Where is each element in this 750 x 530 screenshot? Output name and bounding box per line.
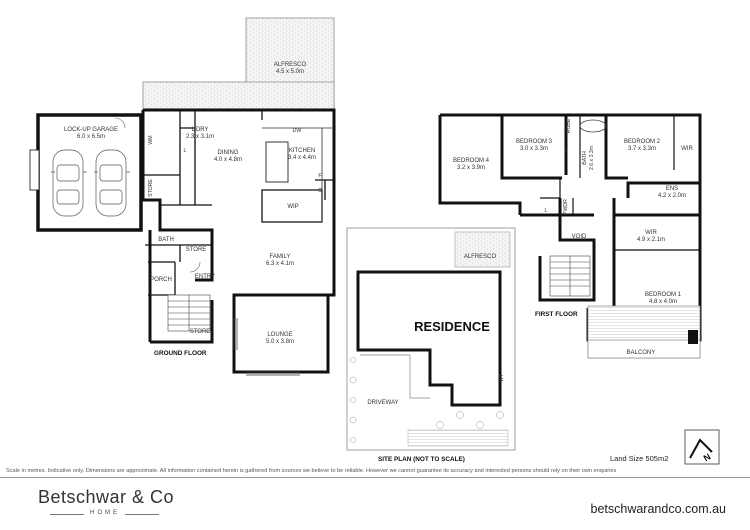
bedroom-1-label: BEDROOM 1 — [645, 292, 682, 298]
residence-label: RESIDENCE — [414, 319, 490, 334]
family-label: FAMILY — [270, 254, 291, 260]
water-tank-label: WT — [499, 373, 505, 382]
lounge-label: LOUNGE — [267, 332, 292, 338]
washing-machine-label: WM — [148, 135, 154, 144]
linen-label: L — [545, 208, 548, 214]
car-icon — [94, 149, 130, 217]
brand-logo: Betschwar & Co — [38, 487, 175, 507]
ground-floor-internal-walls — [143, 110, 334, 296]
bedroom-2-label: BEDROOM 2 — [624, 139, 661, 145]
dishwasher-label: DW — [293, 128, 302, 134]
site-plan: RESIDENCE ALFRESCO DRIVEWAY WT SITE PLAN… — [346, 227, 516, 463]
kitchen-dimensions: 3.4 x 4.4m — [288, 155, 316, 161]
balcony-label: BALCONY — [627, 350, 656, 356]
ground-floor-plan: LOCK-UP GARAGE 6.0 x 6.5m ALFRESCO 4.5 x… — [29, 17, 336, 376]
footer-divider — [0, 477, 750, 478]
wir-2-label: WIR — [645, 230, 657, 236]
dining-dimensions: 4.0 x 4.8m — [214, 157, 242, 163]
entry-label: ENTRY — [195, 274, 215, 280]
bedroom-3-dimensions: 3.0 x 3.3m — [520, 146, 548, 152]
site-plan-title: SITE PLAN (NOT TO SCALE) — [378, 456, 465, 463]
store-label: STORE — [148, 179, 154, 197]
first-floor-plan: BEDROOM 4 3.2 x 3.9m BEDROOM 3 3.0 x 3.3… — [438, 113, 702, 359]
north-compass-icon: N — [684, 429, 720, 465]
wir-2-dimensions: 4.9 x 2.1m — [637, 237, 665, 243]
bath-label: BATH — [582, 151, 588, 165]
fridge-label: F — [318, 173, 321, 179]
store-label-3: STORE — [190, 329, 211, 335]
bath-dimensions: 2.6 x 3.3m — [589, 146, 595, 170]
stairs — [167, 294, 211, 332]
brand-subtitle: HOME — [90, 510, 120, 516]
store-label-2: STORE — [186, 247, 207, 253]
car-icon — [51, 149, 87, 217]
garage-dimensions: 6.0 x 6.5m — [77, 134, 105, 140]
bedroom-2-dimensions: 3.7 x 3.3m — [628, 146, 656, 152]
bedroom-4-dimensions: 3.2 x 3.9m — [457, 165, 485, 171]
cupboard-label: C — [564, 148, 568, 154]
kitchen-island — [265, 141, 289, 183]
ensuite-label: ENS — [666, 186, 678, 192]
laundry-dimensions: 2.3 x 3.1m — [186, 134, 214, 140]
rear-paving-strip — [142, 81, 335, 111]
wip-label: WIP — [287, 204, 298, 210]
disclaimer-text: Scale in metres. Indicative only. Dimens… — [6, 468, 617, 474]
bathtub — [579, 119, 607, 133]
land-size: Land Size 505m2 — [610, 454, 668, 463]
website-link[interactable]: betschwarandco.com.au — [590, 502, 727, 516]
powder-room-label: PWDR — [563, 199, 569, 215]
garage-label: LOCK-UP GARAGE — [64, 127, 118, 133]
dining-label: DINING — [218, 150, 239, 156]
bedroom-3-label: BEDROOM 3 — [516, 139, 553, 145]
alfresco-label: ALFRESCO — [274, 62, 307, 68]
bath-label: BATH — [158, 237, 174, 243]
site-alfresco-paving — [454, 231, 511, 268]
site-alfresco-label: ALFRESCO — [464, 254, 497, 260]
void-label: VOID — [572, 234, 587, 240]
first-floor-title: FIRST FLOOR — [535, 311, 578, 318]
stairs — [549, 255, 591, 297]
ground-floor-title: GROUND FLOOR — [154, 350, 207, 357]
ensuite-dimensions: 4.2 x 2.0m — [658, 193, 686, 199]
alfresco-dimensions: 4.5 x 5.0m — [276, 69, 304, 75]
brand-rule-right — [125, 514, 159, 515]
laundry-label: L'DRY — [191, 127, 208, 133]
first-floor-internal-walls — [540, 115, 700, 251]
lot-boundary — [346, 227, 516, 451]
porch-label: PORCH — [150, 277, 172, 283]
linen-label: L — [184, 148, 187, 154]
cooktop-label: C — [318, 188, 322, 194]
family-dimensions: 6.3 x 4.1m — [266, 261, 294, 267]
kitchen-label: KITCHEN — [289, 148, 315, 154]
brand-rule-left — [50, 514, 84, 515]
wir-label: WIR — [681, 146, 693, 152]
lounge-dimensions: 5.0 x 3.8m — [266, 339, 294, 345]
robe-label: ROBE — [566, 118, 572, 133]
bedroom-4-label: BEDROOM 4 — [453, 158, 490, 164]
driveway-label: DRIVEWAY — [367, 400, 398, 406]
residence-outline — [356, 270, 502, 407]
north-letter: N — [702, 451, 713, 463]
bedroom-1-dimensions: 4.8 x 4.0m — [649, 299, 677, 305]
